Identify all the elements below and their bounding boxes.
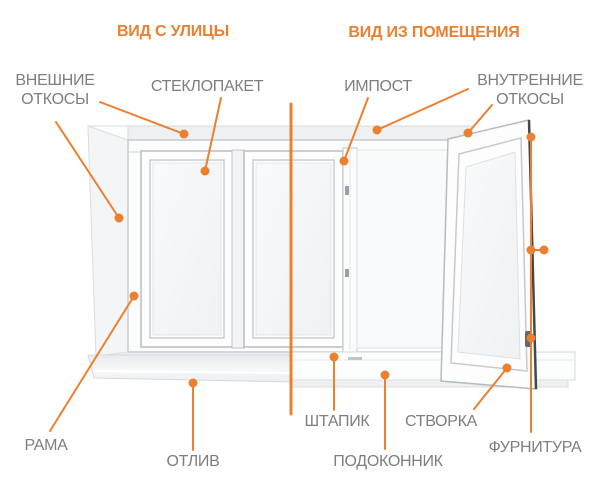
impost-lock-mark bbox=[345, 186, 349, 195]
open-sash bbox=[440, 119, 538, 390]
label-frame: РАМА bbox=[24, 437, 68, 454]
middle-glazing-bead bbox=[252, 159, 335, 339]
sash-inner-frame bbox=[450, 137, 528, 372]
leader-inner-slopes-1 bbox=[376, 88, 469, 131]
opening-glass bbox=[356, 149, 451, 349]
label-glazing-unit: СТЕКЛОПАКЕТ bbox=[150, 78, 264, 95]
label-window-sill: ПОДОКОННИК bbox=[333, 453, 443, 470]
leader-dots bbox=[114, 125, 549, 388]
label-inner-slopes-line1: ВНУТРЕННИЕ bbox=[477, 72, 583, 89]
left-slope bbox=[87, 125, 129, 357]
leader-outer-slopes-2 bbox=[55, 121, 120, 219]
label-inner-slopes-line2: ОТКОСЫ bbox=[496, 91, 564, 108]
dot-hardware-hinge bbox=[526, 245, 536, 255]
leader-lines bbox=[49, 88, 545, 451]
title-room-view: ВИД ИЗ ПОМЕЩЕНИЯ bbox=[348, 24, 520, 41]
label-sash: СТВОРКА bbox=[405, 413, 477, 430]
drip-sill-otliv bbox=[87, 354, 292, 383]
leader-glazing-unit bbox=[204, 97, 222, 172]
leader-inner-slopes-2 bbox=[467, 104, 493, 134]
leader-sash bbox=[473, 367, 508, 410]
dot-impost bbox=[339, 156, 349, 166]
dot-hardware-top bbox=[526, 132, 536, 142]
label-impost: ИМПОСТ bbox=[344, 78, 412, 95]
title-street-view: ВИД С УЛИЦЫ bbox=[116, 23, 230, 40]
dot-drip-sill bbox=[188, 378, 198, 388]
dot-glazing-bead bbox=[329, 352, 339, 362]
label-drip-sill: ОТЛИВ bbox=[166, 453, 220, 470]
dot-hardware-stub bbox=[539, 245, 549, 255]
label-hardware: ФУРНИТУРА bbox=[488, 439, 582, 456]
label-inner-slopes: ВНУТРЕННИЕ ОТКОСЫ bbox=[464, 71, 596, 109]
impost-bar bbox=[342, 147, 358, 353]
dot-inner-slopes-1 bbox=[372, 125, 382, 135]
leader-frame bbox=[49, 295, 135, 432]
center-mullion bbox=[231, 149, 245, 349]
leader-outer-slopes-1 bbox=[99, 101, 185, 135]
dot-sash bbox=[502, 363, 512, 373]
label-outer-slopes-line1: ВНЕШНИЕ bbox=[15, 72, 95, 89]
middle-pane bbox=[243, 150, 344, 348]
impost-lock-mark-2 bbox=[345, 269, 349, 277]
dot-outer-slopes-2 bbox=[114, 213, 124, 223]
dot-hardware-handle bbox=[526, 333, 536, 343]
left-pane bbox=[140, 150, 234, 348]
sash-glass bbox=[457, 151, 521, 360]
label-outer-slopes: ВНЕШНИЕ ОТКОСЫ bbox=[4, 71, 106, 109]
sill-detail-mark bbox=[348, 357, 362, 360]
dot-outer-slopes-1 bbox=[179, 129, 189, 139]
label-glazing-bead: ШТАПИК bbox=[304, 413, 370, 430]
label-outer-slopes-line2: ОТКОСЫ bbox=[21, 91, 89, 108]
middle-glass bbox=[255, 162, 332, 336]
dot-window-sill bbox=[380, 370, 390, 380]
left-glass bbox=[152, 162, 222, 336]
dot-glazing-unit bbox=[200, 166, 210, 176]
dot-inner-slopes-2 bbox=[463, 128, 473, 138]
dot-frame bbox=[129, 291, 139, 301]
left-glazing-bead bbox=[149, 159, 225, 339]
leader-impost bbox=[343, 97, 369, 162]
